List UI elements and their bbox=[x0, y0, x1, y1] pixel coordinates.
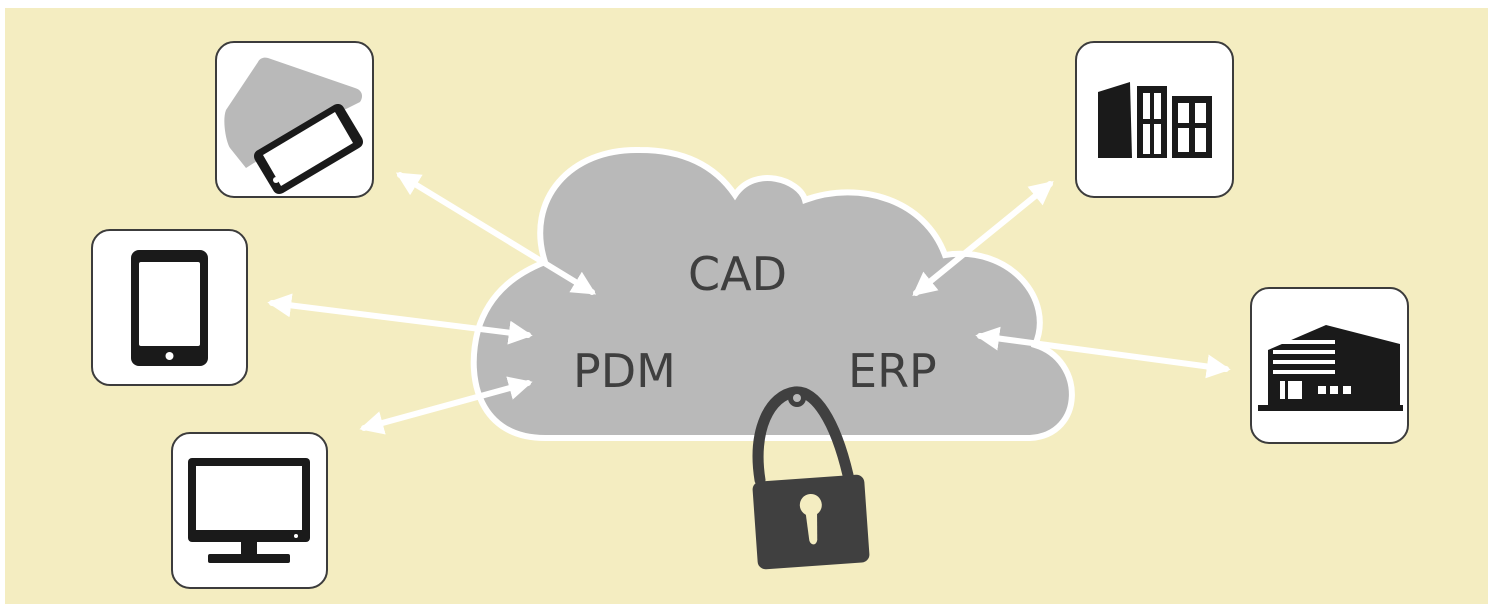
desktop-monitor-icon bbox=[171, 432, 328, 589]
pdm-label: PDM bbox=[573, 344, 676, 398]
connection-arrows bbox=[267, 172, 1231, 435]
erp-label: ERP bbox=[848, 344, 937, 398]
smartphone-icon bbox=[91, 229, 248, 386]
arrow-phone-cloud bbox=[267, 293, 533, 345]
arrow-tablet-cloud bbox=[395, 172, 597, 295]
factory-icon bbox=[1250, 287, 1409, 444]
arrow-building-cloud bbox=[912, 180, 1054, 297]
padlock-icon bbox=[752, 386, 870, 570]
tablet-with-cover-icon bbox=[215, 41, 374, 198]
cad-label: CAD bbox=[688, 247, 787, 301]
arrow-factory-cloud bbox=[975, 326, 1231, 379]
arrow-monitor-cloud bbox=[359, 376, 533, 435]
building-icon bbox=[1075, 41, 1234, 198]
